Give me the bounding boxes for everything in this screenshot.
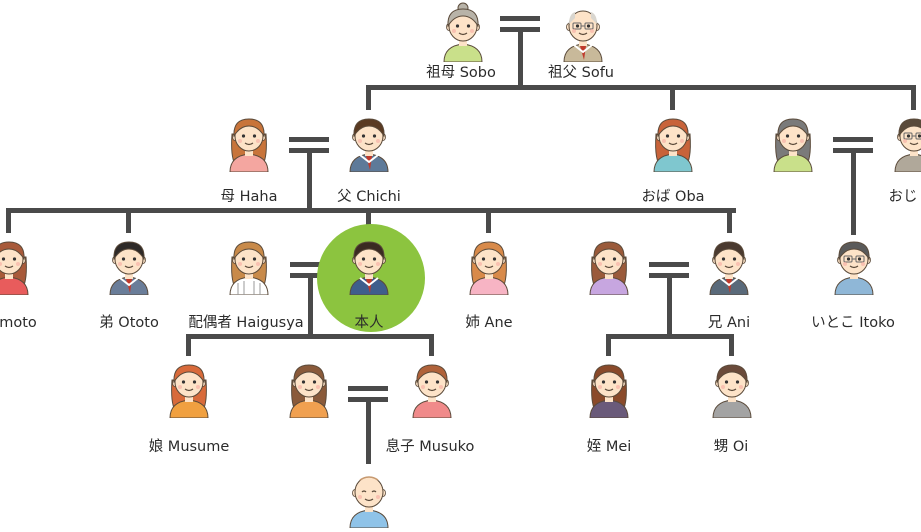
label-sobo: 祖母 Sobo — [426, 65, 496, 81]
grandfather-avatar-icon — [552, 0, 614, 63]
grandchild-baby-avatar-icon — [338, 466, 400, 529]
cousin-avatar-icon — [823, 233, 885, 296]
self-avatar-icon — [338, 233, 400, 296]
mother-avatar-icon — [218, 110, 280, 173]
branch-grandparents-children — [366, 85, 916, 90]
marriage-sign-uncle — [833, 137, 873, 235]
nephew-avatar-icon — [701, 356, 763, 419]
younger-sister-avatar-icon — [0, 233, 40, 296]
branch-older-brother-children — [606, 334, 734, 339]
label-mei: 姪 Mei — [586, 439, 632, 455]
marriage-sign-grandparents — [500, 16, 540, 87]
label-haha: 母 Haha — [220, 189, 278, 205]
label-oi: 甥 Oi — [713, 439, 749, 455]
label-chichi: 父 Chichi — [337, 189, 401, 205]
label-sofu: 祖父 Sofu — [548, 65, 614, 81]
marriage-sign-older-brother — [649, 262, 689, 336]
marriage-sign-parents — [289, 137, 329, 210]
spouse-avatar-icon — [218, 233, 280, 296]
son-wife-avatar-icon — [278, 356, 340, 419]
son-avatar-icon — [401, 356, 463, 419]
label-oba: おば Oba — [641, 189, 705, 205]
marriage-sign-self — [290, 262, 330, 336]
older-brother-avatar-icon — [698, 233, 760, 296]
branch-self-children — [186, 334, 434, 339]
label-haigusya: 配偶者 Haigusya — [188, 315, 304, 331]
label-ani: 兄 Ani — [707, 315, 751, 331]
label-ototo: 弟 Ototo — [99, 315, 159, 331]
label-itoko: いとこ Itoko — [811, 315, 895, 331]
label-oji: おじ — [888, 189, 918, 205]
older-sister-avatar-icon — [458, 233, 520, 296]
label-ane: 姉 Ane — [465, 315, 513, 331]
label-imoto: moto — [0, 315, 37, 331]
label-musume: 娘 Musume — [148, 439, 230, 455]
marriage-sign-son — [348, 386, 388, 464]
uncle-wife-avatar-icon — [762, 110, 824, 173]
father-avatar-icon — [338, 110, 400, 173]
daughter-avatar-icon — [158, 356, 220, 419]
label-musuko: 息子 Musuko — [385, 439, 475, 455]
aunt-avatar-icon — [642, 110, 704, 173]
label-honnin: 本人 — [354, 315, 384, 331]
younger-brother-avatar-icon — [98, 233, 160, 296]
uncle-avatar-icon — [883, 110, 921, 173]
family-tree-lines — [6, 16, 916, 464]
older-brother-wife-avatar-icon — [578, 233, 640, 296]
niece-avatar-icon — [578, 356, 640, 419]
grandmother-avatar-icon — [432, 0, 494, 63]
